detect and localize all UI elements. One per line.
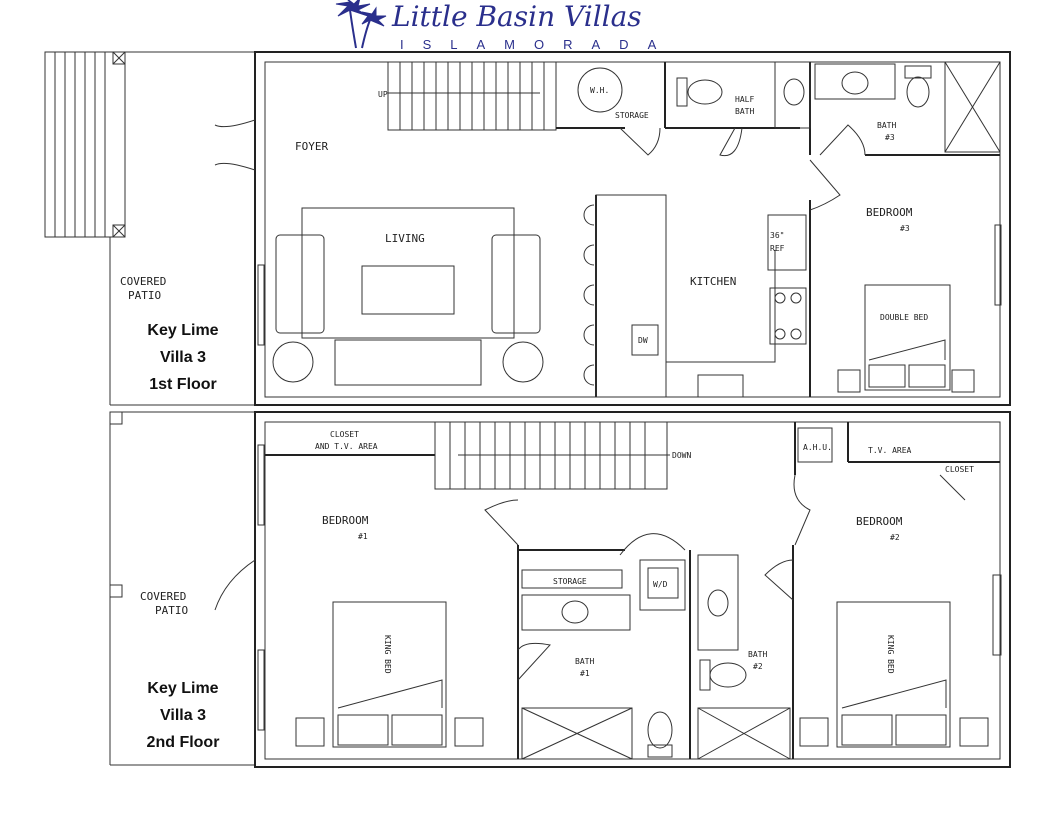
logo-title: Little Basin Villas <box>391 0 642 33</box>
label-double-bed: DOUBLE BED <box>880 313 928 322</box>
label-storage: STORAGE <box>615 111 649 120</box>
king-bed-1 <box>295 601 484 748</box>
label-tv-area: T.V. AREA <box>868 446 912 455</box>
label-washer-dryer: W/D <box>653 580 668 589</box>
sink-icon <box>561 600 589 624</box>
sink-icon <box>841 71 869 95</box>
toilet-icon <box>904 65 932 108</box>
label-bath1-1: BATH <box>575 657 594 666</box>
second-floor-plan: CLOSET AND T.V. AREA DOWN A.H.U. T.V. AR… <box>109 411 1011 768</box>
label-closet-tv-2: AND T.V. AREA <box>315 442 378 451</box>
label-ref-1: 36" <box>770 231 784 240</box>
label-water-heater: W.H. <box>590 86 609 95</box>
king-bed-2 <box>799 601 989 748</box>
label-king-bed-1: KING BED <box>383 635 392 674</box>
label-covered-patio-2: PATIO <box>128 289 161 302</box>
label-covered-patio-2f-1: COVERED <box>140 590 186 603</box>
label-half-bath-1: HALF <box>735 95 754 104</box>
sink-icon <box>774 61 811 129</box>
label-storage-2f: STORAGE <box>553 577 587 586</box>
toilet-icon <box>676 77 723 107</box>
label-bath2-2: #2 <box>753 662 763 671</box>
toilet-icon <box>647 711 673 758</box>
label-bedroom3-2: #3 <box>900 224 910 233</box>
toilet-icon <box>699 659 747 691</box>
stove-icon <box>769 287 807 345</box>
label-covered-patio-2f-2: PATIO <box>155 604 188 617</box>
label-bedroom2-2: #2 <box>890 533 900 542</box>
label-covered-patio-1: COVERED <box>120 275 166 288</box>
label-bedroom1-1: BEDROOM <box>322 514 369 527</box>
first-floor-plan: UP W.H. STORAGE HALF BATH BATH #3 BEDROO… <box>44 51 1011 406</box>
caption-line-2: Villa 3 <box>160 349 206 366</box>
label-ahu: A.H.U. <box>803 443 832 452</box>
label-closet-tv-1: CLOSET <box>330 430 359 439</box>
double-bed: DOUBLE BED <box>837 284 975 393</box>
label-bedroom1-2: #1 <box>358 532 368 541</box>
caption-2f-line-2: Villa 3 <box>160 707 206 724</box>
palm-tree-icon <box>335 0 387 49</box>
label-king-bed-2: KING BED <box>886 635 895 674</box>
caption-line-1: Key Lime <box>147 322 218 339</box>
label-closet: CLOSET <box>945 465 974 474</box>
sink-icon <box>707 589 729 617</box>
label-bath2-1: BATH <box>748 650 767 659</box>
living-furniture <box>272 207 544 386</box>
caption-line-3: 1st Floor <box>149 376 217 393</box>
logo-subtitle: ISLAMORADA <box>400 37 675 52</box>
label-bedroom3-1: BEDROOM <box>866 206 913 219</box>
label-down: DOWN <box>672 451 691 460</box>
label-kitchen: KITCHEN <box>690 275 736 288</box>
caption-2f-line-3: 2nd Floor <box>147 734 220 751</box>
label-bedroom2-1: BEDROOM <box>856 515 903 528</box>
label-bath3-2: #3 <box>885 133 895 142</box>
label-ref-2: REF <box>770 244 785 253</box>
label-dishwasher: DW <box>638 336 648 345</box>
label-half-bath-2: BATH <box>735 107 754 116</box>
label-up: UP <box>378 90 388 99</box>
label-bath3-1: BATH <box>877 121 896 130</box>
label-living: LIVING <box>385 232 425 245</box>
label-foyer: FOYER <box>295 140 328 153</box>
label-bath1-2: #1 <box>580 669 590 678</box>
logo: Little Basin Villas ISLAMORADA <box>335 0 675 52</box>
bar-stools <box>583 204 595 386</box>
caption-2f-line-1: Key Lime <box>147 680 218 697</box>
